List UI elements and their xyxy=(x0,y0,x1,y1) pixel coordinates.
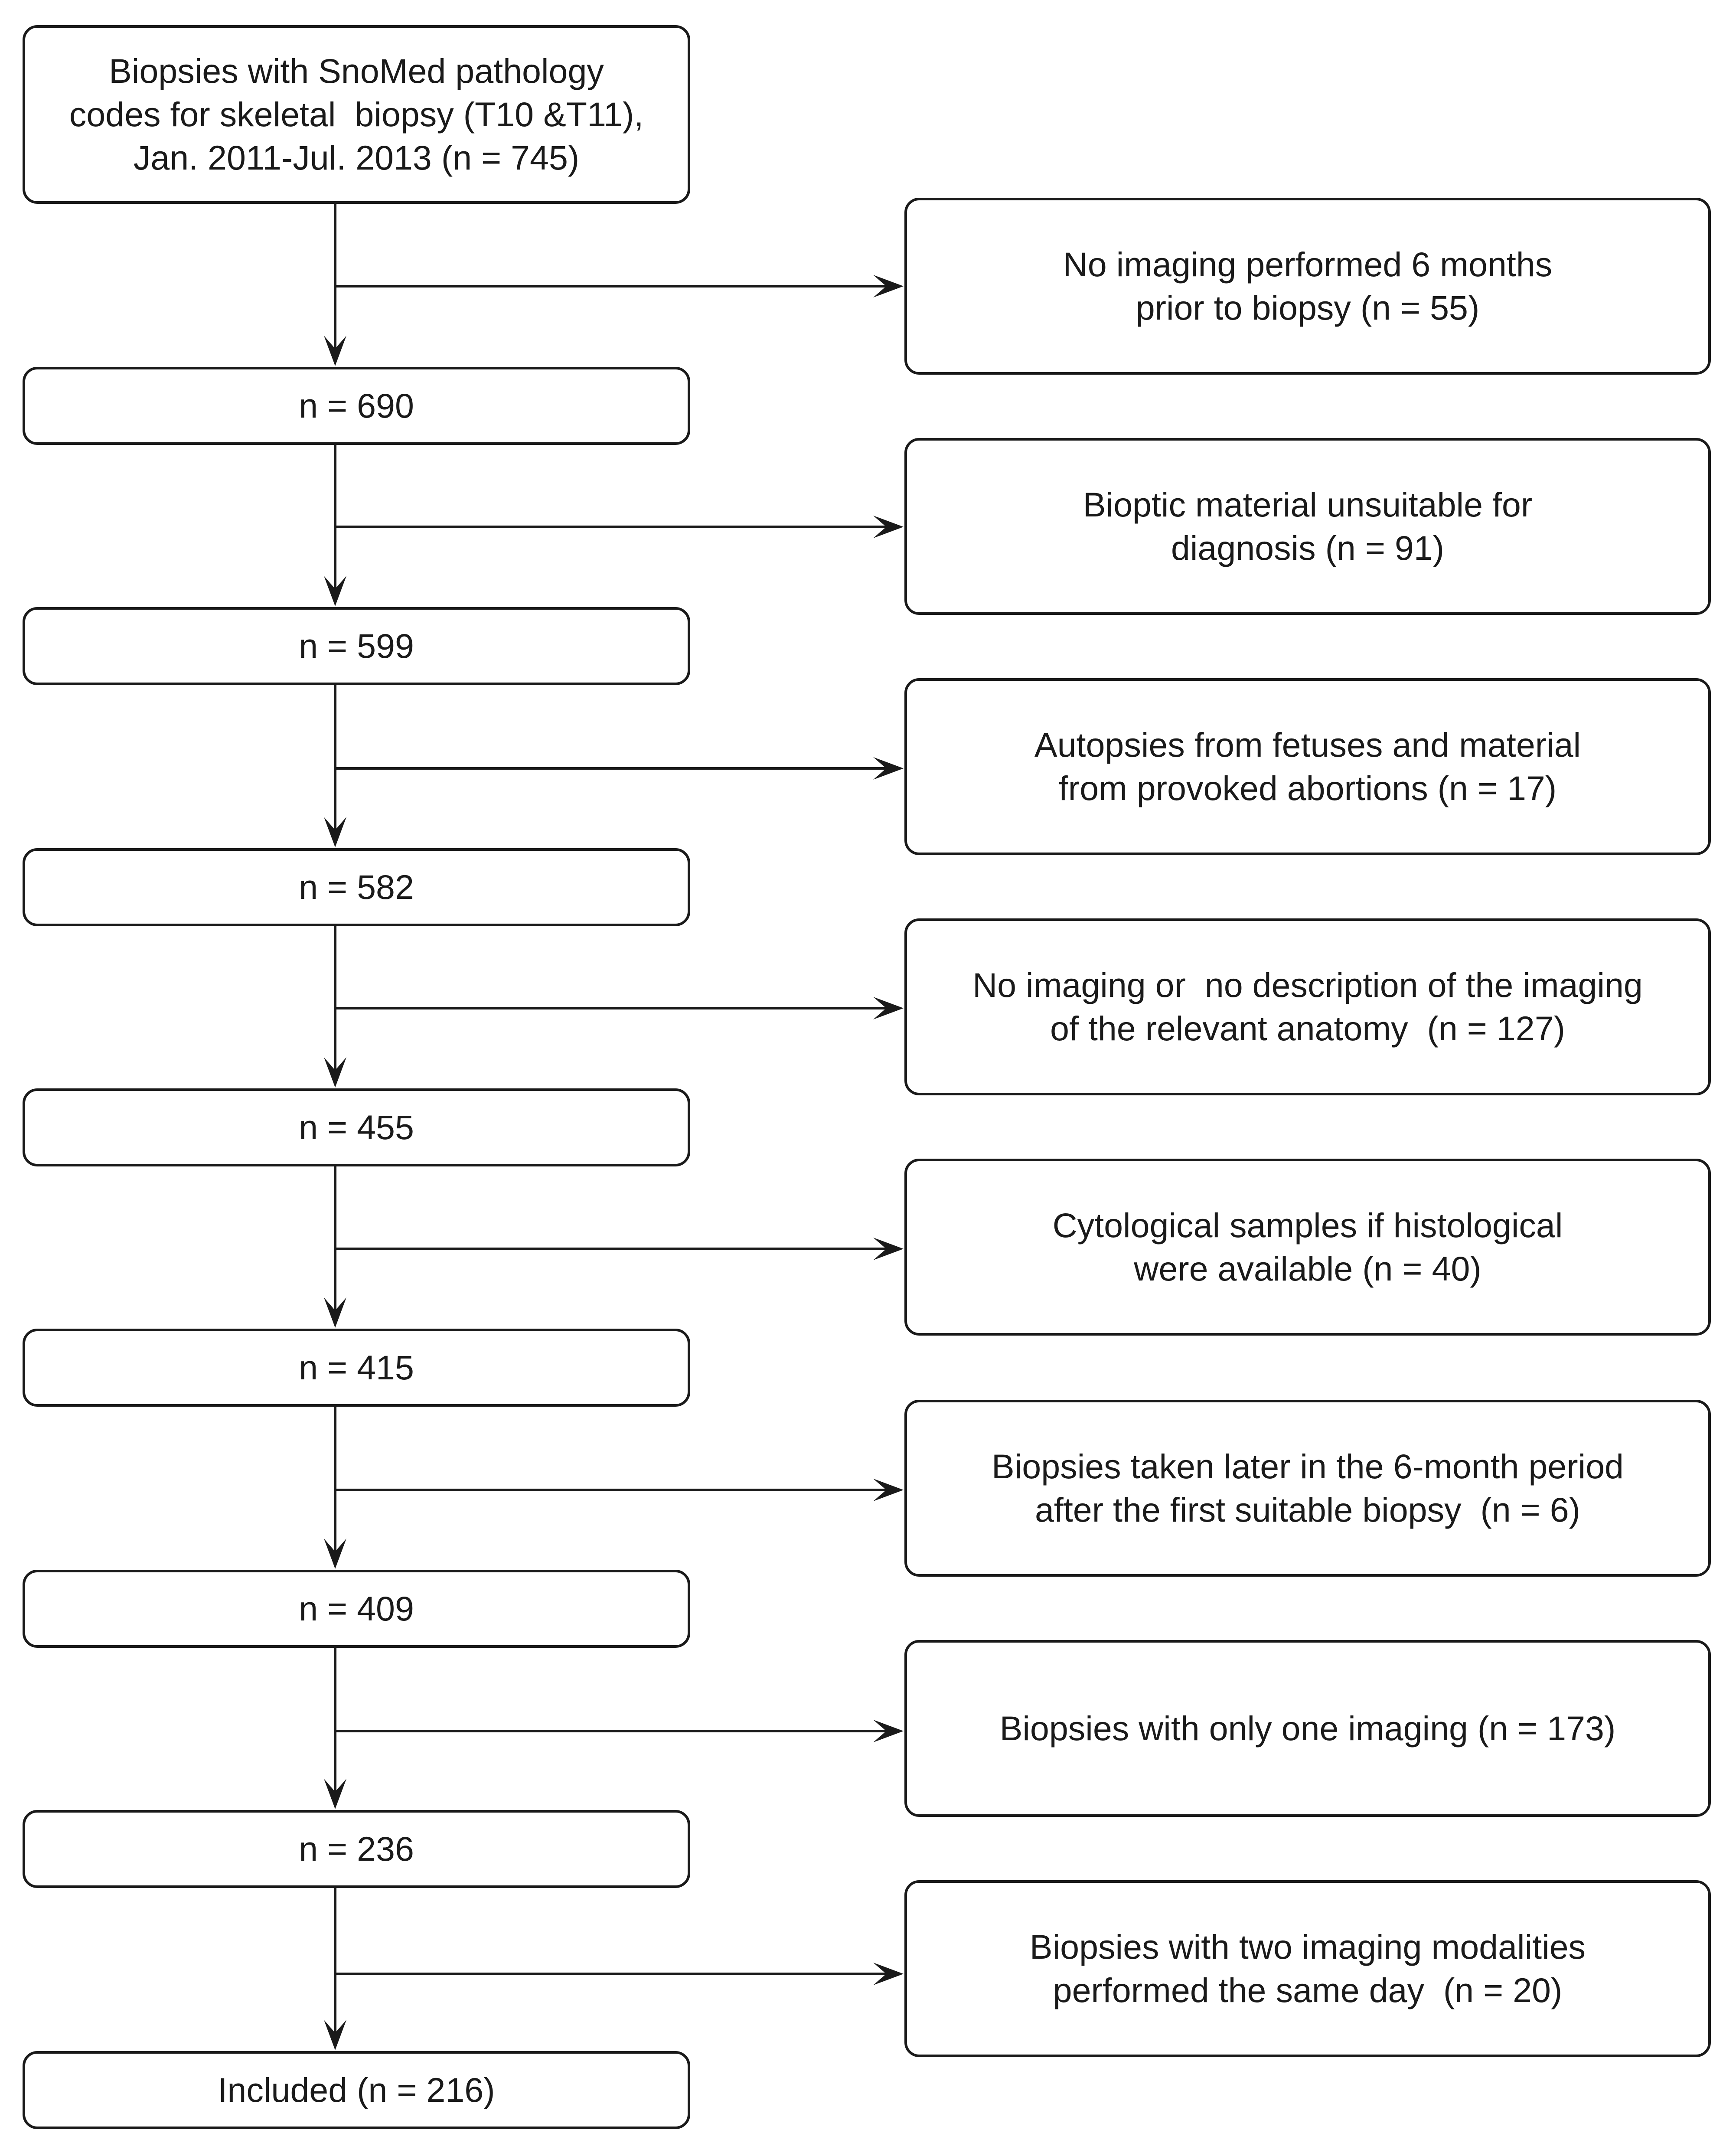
arrow-down-icon xyxy=(324,576,346,606)
start-box-line: Jan. 2011-Jul. 2013 (n = 745) xyxy=(133,138,580,177)
exclusion-box-6: Biopsies taken later in the 6-month peri… xyxy=(904,1400,1711,1577)
remaining-box-4: n = 455 xyxy=(23,1088,690,1166)
arrow-right-icon xyxy=(873,997,904,1019)
arrow-down-icon xyxy=(324,1539,346,1569)
exclusion-text: Cytological samples if histological xyxy=(1052,1206,1563,1245)
remaining-box-6: n = 409 xyxy=(23,1570,690,1648)
exclusion-text: Biopsies taken later in the 6-month peri… xyxy=(992,1447,1624,1486)
remaining-box-1: n = 690 xyxy=(23,367,690,445)
included-box: Included (n = 216) xyxy=(23,2051,690,2129)
exclusion-box-1: No imaging performed 6 months prior to b… xyxy=(904,198,1711,375)
exclusion-text: diagnosis (n = 91) xyxy=(1171,529,1445,567)
remaining-box-7: n = 236 xyxy=(23,1810,690,1888)
remaining-box-2: n = 599 xyxy=(23,607,690,685)
arrow-right-icon xyxy=(873,516,904,538)
exclusion-text: No imaging or no description of the imag… xyxy=(972,966,1643,1004)
arrow-down-icon xyxy=(324,817,346,847)
remaining-count: n = 582 xyxy=(299,868,414,906)
arrow-right-icon xyxy=(873,1963,904,1985)
arrow-down-icon xyxy=(324,336,346,366)
exclusion-text: Autopsies from fetuses and material xyxy=(1034,725,1581,764)
exclusion-text: performed the same day (n = 20) xyxy=(1053,1971,1563,2009)
arrow-right-icon xyxy=(873,1238,904,1260)
remaining-count: n = 415 xyxy=(299,1348,414,1387)
exclusion-text: Biopsies with only one imaging (n = 173) xyxy=(999,1709,1616,1748)
arrow-right-icon xyxy=(873,757,904,780)
arrow-right-icon xyxy=(873,1720,904,1742)
exclusion-box-8: Biopsies with two imaging modalities per… xyxy=(904,1880,1711,2057)
exclusion-box-4: No imaging or no description of the imag… xyxy=(904,918,1711,1095)
remaining-count: n = 236 xyxy=(299,1829,414,1868)
start-box: Biopsies with SnoMed pathology codes for… xyxy=(23,25,690,204)
remaining-count: n = 409 xyxy=(299,1589,414,1628)
exclusion-text: prior to biopsy (n = 55) xyxy=(1136,288,1480,327)
start-box-line: Biopsies with SnoMed pathology xyxy=(109,52,604,90)
exclusion-text: Bioptic material unsuitable for xyxy=(1083,485,1533,524)
exclusion-box-7: Biopsies with only one imaging (n = 173) xyxy=(904,1640,1711,1817)
arrow-down-icon xyxy=(324,2020,346,2050)
arrow-right-icon xyxy=(873,275,904,297)
exclusion-text: from provoked abortions (n = 17) xyxy=(1058,769,1557,807)
remaining-count: n = 599 xyxy=(299,627,414,665)
remaining-count: Included (n = 216) xyxy=(218,2071,495,2109)
remaining-count: n = 690 xyxy=(299,386,414,425)
exclusion-box-2: Bioptic material unsuitable for diagnosi… xyxy=(904,438,1711,615)
arrow-down-icon xyxy=(324,1057,346,1088)
remaining-box-3: n = 582 xyxy=(23,848,690,926)
remaining-box-5: n = 415 xyxy=(23,1329,690,1407)
start-box-line: codes for skeletal biopsy (T10 &T11), xyxy=(69,95,644,134)
exclusion-text: of the relevant anatomy (n = 127) xyxy=(1050,1009,1565,1048)
remaining-count: n = 455 xyxy=(299,1108,414,1147)
exclusion-text: No imaging performed 6 months xyxy=(1063,245,1553,284)
exclusion-text: after the first suitable biopsy (n = 6) xyxy=(1034,1490,1580,1529)
exclusion-box-3: Autopsies from fetuses and material from… xyxy=(904,678,1711,855)
arrow-down-icon xyxy=(324,1297,346,1328)
exclusion-box-5: Cytological samples if histological were… xyxy=(904,1159,1711,1336)
arrow-down-icon xyxy=(324,1779,346,1809)
exclusion-text: were available (n = 40) xyxy=(1134,1249,1481,1288)
exclusion-text: Biopsies with two imaging modalities xyxy=(1029,1927,1586,1966)
arrow-right-icon xyxy=(873,1479,904,1501)
